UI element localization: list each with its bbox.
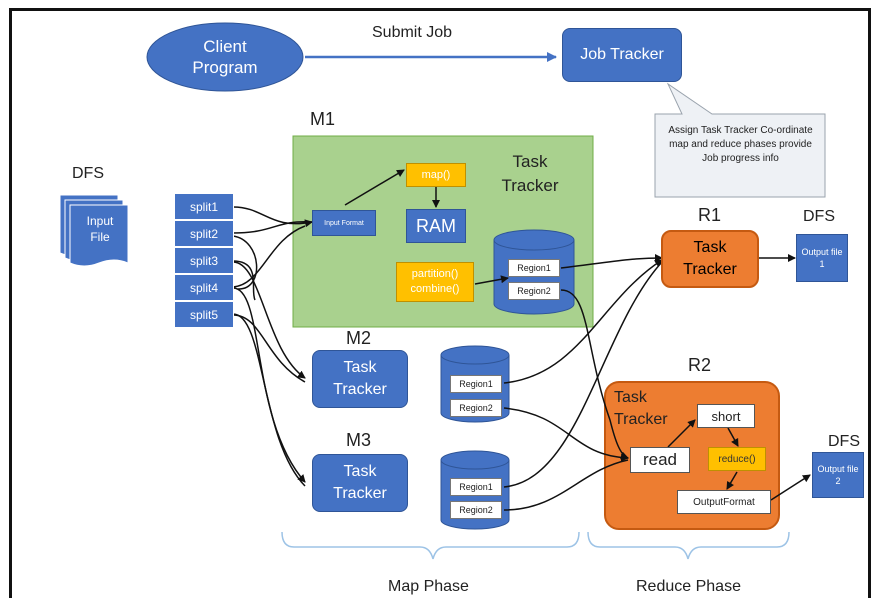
m2-region2: Region2: [450, 399, 502, 417]
callout-shape: [654, 82, 826, 198]
ram-box: RAM: [406, 209, 466, 243]
m2-region1: Region1: [450, 375, 502, 393]
output-format-box: OutputFormat: [677, 490, 771, 514]
map-phase-brace: [281, 531, 580, 560]
client-program-ellipse: [146, 22, 304, 92]
input-file-stack: [59, 194, 129, 267]
input-file-label: Input File: [86, 214, 114, 244]
m1-region2: Region2: [508, 282, 560, 300]
m1-label: M1: [310, 109, 336, 129]
split-1: split1: [174, 193, 234, 220]
reduce-phase-label: Reduce Phase: [636, 578, 741, 595]
m3-region2: Region2: [450, 501, 502, 519]
r2-task-tracker: Task Tracker: [614, 389, 668, 428]
partition-combine-box: partition() combine(): [396, 262, 474, 302]
r1-label: R1: [698, 205, 722, 225]
input-format-box: Input Format: [312, 210, 376, 236]
m1-connectors: [344, 169, 509, 285]
r2-dfs-label: DFS: [828, 433, 860, 450]
split-5: split5: [174, 301, 234, 328]
shuffle-connectors: [503, 254, 811, 511]
client-program-label: Client Program: [192, 37, 258, 77]
split-connectors: [232, 206, 313, 487]
job-tracker-box: Job Tracker: [562, 28, 682, 82]
m3-task-tracker: Task Tracker: [312, 454, 408, 512]
output-file-2: Output file 2: [812, 452, 864, 498]
m3-label: M3: [346, 430, 372, 450]
reduce-function-box: reduce(): [708, 447, 766, 471]
m2-label: M2: [346, 328, 372, 348]
r1-dfs-label: DFS: [803, 208, 835, 225]
output-file-1: Output file 1: [796, 234, 848, 282]
short-box: short: [697, 404, 755, 428]
m3-region1: Region1: [450, 478, 502, 496]
split-2: split2: [174, 220, 234, 247]
split-3: split3: [174, 247, 234, 274]
m1-region1: Region1: [508, 259, 560, 277]
map-phase-label: Map Phase: [388, 578, 469, 595]
callout-text: Assign Task Tracker Co-ordinate map and …: [668, 125, 813, 164]
split-4: split4: [174, 274, 234, 301]
reduce-phase-brace: [587, 531, 790, 560]
r2-label: R2: [688, 355, 712, 375]
m2-task-tracker: Task Tracker: [312, 350, 408, 408]
submit-job-label: Submit Job: [372, 24, 453, 41]
read-box: read: [630, 447, 690, 473]
m1-task-tracker: Task Tracker: [501, 152, 559, 195]
dfs-input-label: DFS: [72, 165, 104, 182]
r1-task-tracker: Task Tracker: [661, 230, 759, 288]
map-function-box: map(): [406, 163, 466, 187]
diagram-frame: [9, 8, 871, 598]
